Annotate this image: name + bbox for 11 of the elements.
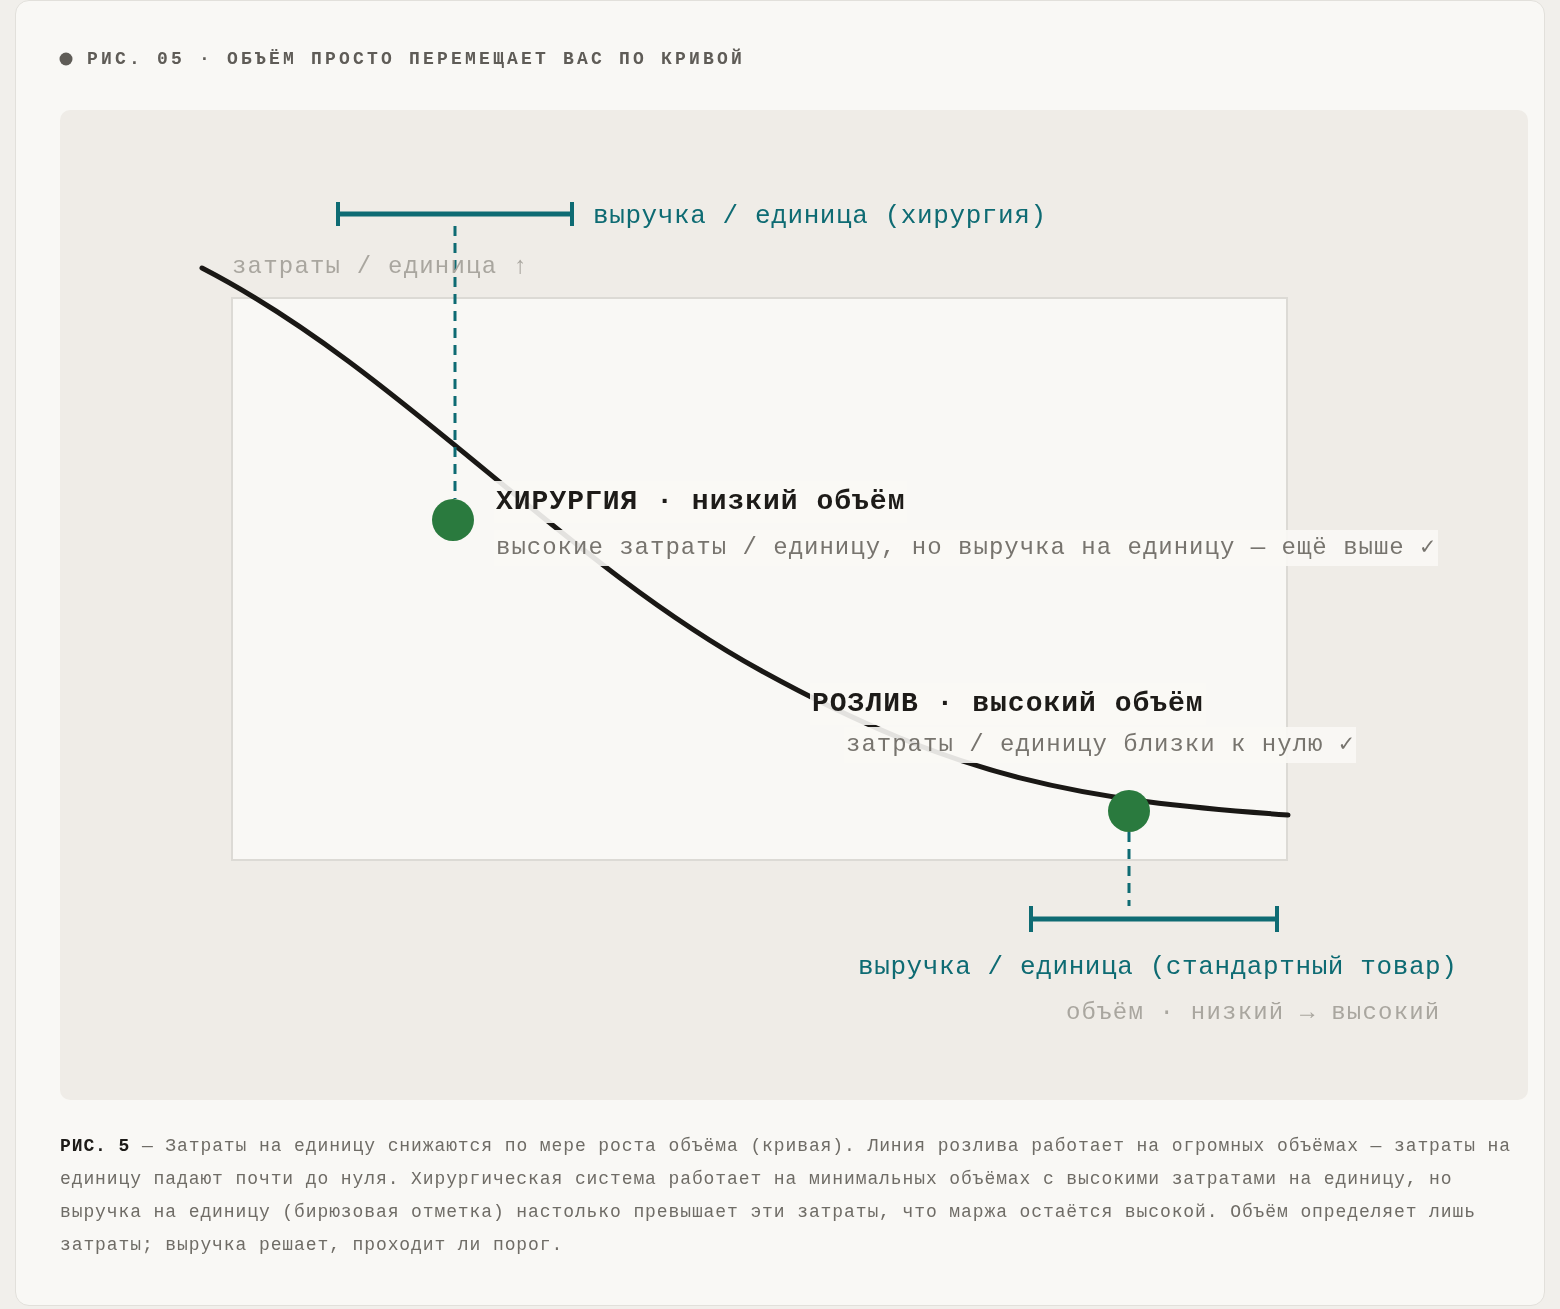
figure-caption: РИС. 5 — Затраты на единицу снижаются по мере роста объёма (кривая). Линия розлива работает на огромных объёмах — затраты на единицу падают почти до нуля. Хирургическая система работает на минимальных объёмах с высокими затратами на единицу, но выручка на единицу (бирюзовая отметка) настолько превышает эти затраты, что маржа остаётся высокой. Объём определяет лишь затраты; выручка решает, проходит ли порог.: [60, 1135, 1513, 1257]
dashed-leader-line: [453, 226, 457, 499]
axis-label: затраты / единица ↑: [232, 252, 529, 282]
figure-title: РИС. 05 · ОБЪЁМ ПРОСТО ПЕРЕМЕЩАЕТ ВАС ПО КРИВОЙ: [87, 47, 746, 71]
point-note: затраты / единицу близки к нулю ✓: [844, 727, 1357, 763]
revenue-range-bar: [1029, 906, 1279, 932]
revenue-label: выручка / единица (стандартный товар): [858, 951, 1458, 984]
dashed-leader-line: [1127, 832, 1131, 906]
revenue-label: выручка / единица (хирургия): [593, 200, 1047, 233]
revenue-range-bar: [336, 202, 574, 226]
axis-label: объём · низкий → высокий: [1066, 998, 1441, 1028]
